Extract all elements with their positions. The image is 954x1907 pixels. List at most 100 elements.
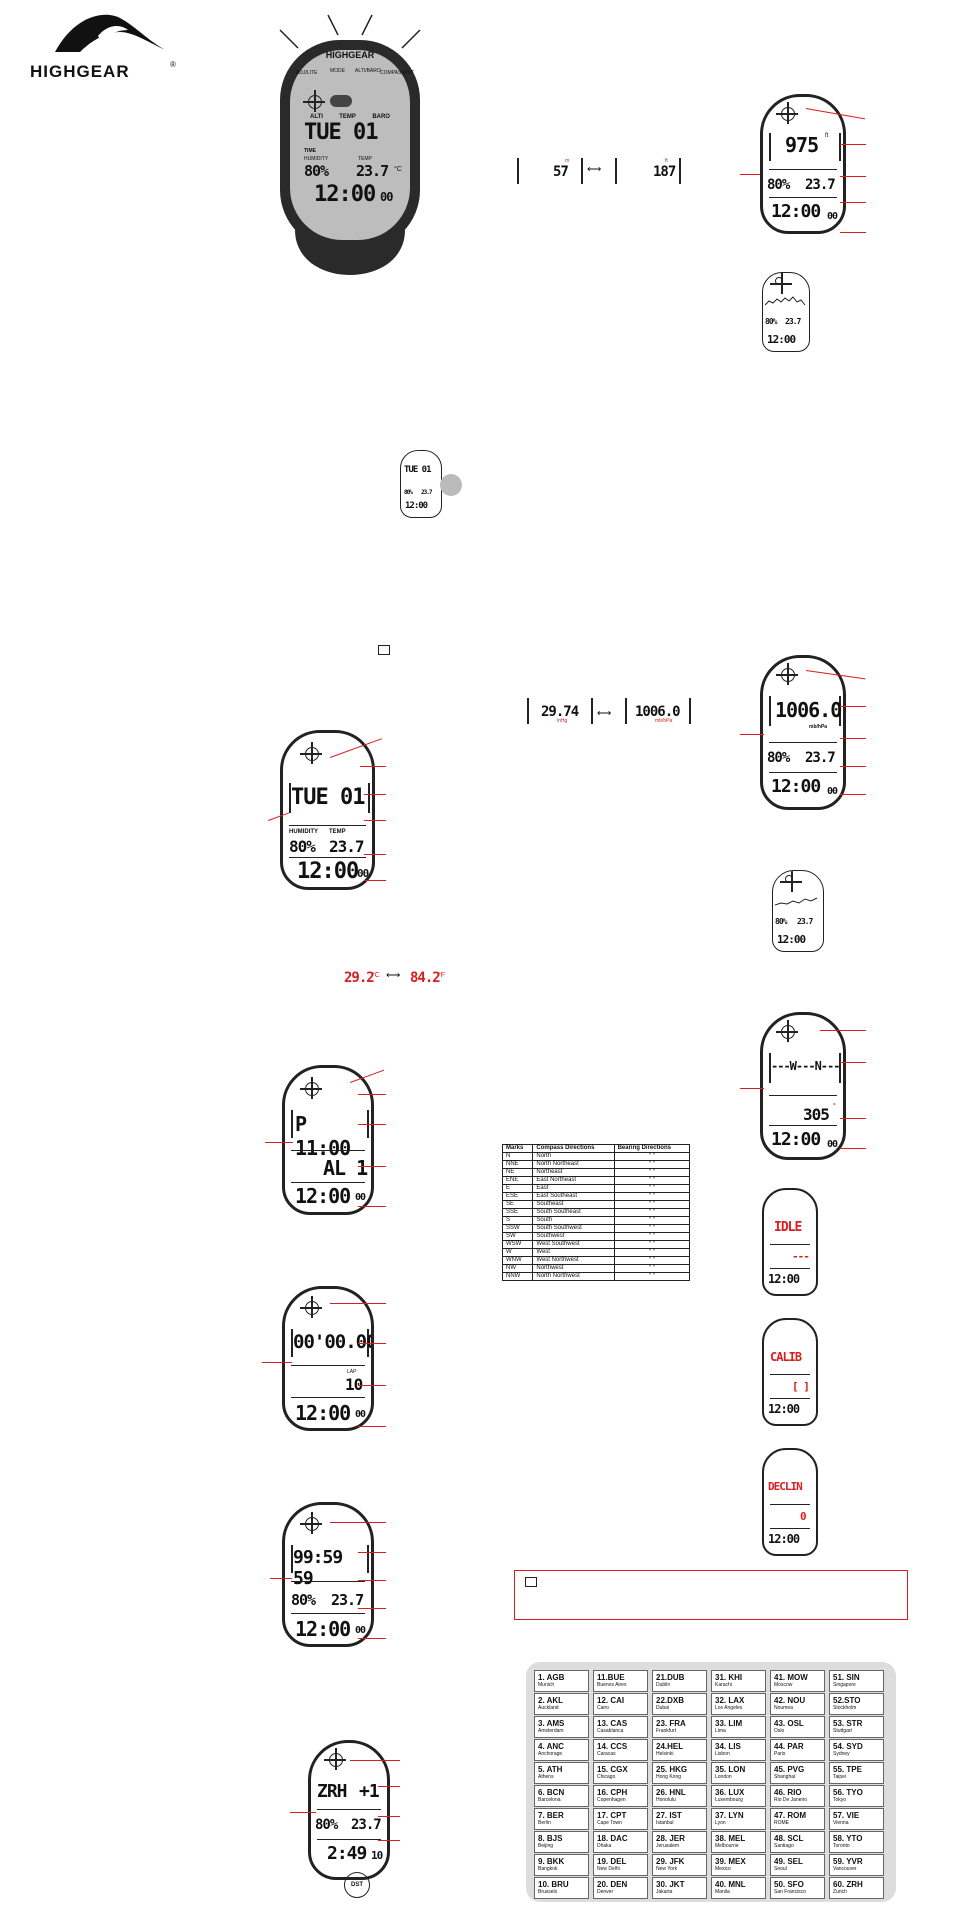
city-name: London [715,1774,732,1780]
button-compass[interactable]: COMPASS/HIT [380,70,415,76]
device-seconds: 00 [380,190,393,204]
device-temp-unit: °C [394,166,402,173]
city-name: Karachi [715,1682,732,1688]
city-code: 58. YTO [833,1834,863,1843]
compass-idle-value: --- [792,1250,810,1263]
city-name: Beijing [538,1843,554,1849]
sun-icon [300,742,322,764]
city-code: 6. BCN [538,1788,565,1797]
city-name: Tokyo [833,1797,847,1803]
button-adj-lite[interactable]: ADJ/LITE [296,70,318,76]
table-cell: E [501,1184,534,1193]
time-mode-display: TUE 01 HUMIDITY TEMP 80% 23.7 12:00 00 [280,730,375,890]
city-name: Istanbul [656,1820,674,1826]
alti-m-unit: m [565,158,570,164]
baro-inhg-unit: inHg [557,718,568,724]
brand-name: HIGHGEAR [30,62,130,81]
city-code: 37. LYN [715,1811,744,1820]
city-name: Noumea [774,1705,793,1711]
table-cell: NE [501,1168,534,1177]
table-cell: West Southwest [532,1240,615,1249]
timer-mode-clock: 12:00 [295,1617,351,1641]
city-code: 3. AMS [538,1719,565,1728]
city-name: Lima [715,1728,726,1734]
dual-time-display: ZRH +1 80% 23.7 2:49 10 [308,1740,390,1880]
table-cell: SW [501,1232,534,1241]
table-cell: ° ° [613,1240,691,1249]
table-cell: ° ° [613,1216,691,1225]
city-name: Lyon [715,1820,726,1826]
temp-c-unit: °C [372,972,380,979]
city-name: Zurich [833,1889,847,1895]
baro-mode-humidity: 80% [767,750,790,766]
city-code: 15. CGX [597,1765,628,1774]
temp-fahrenheit: 84.2 [410,970,441,986]
table-cell: East Southeast [532,1192,615,1201]
time-mode-temp-label: TEMP [329,829,346,835]
city-code: 31. KHI [715,1673,743,1682]
city-name: Anchorage [538,1751,563,1757]
button-mode[interactable]: MODE [330,68,345,74]
city-code: 59. YVR [833,1857,863,1866]
table-cell: ° ° [613,1200,691,1209]
city-name: Santiago [774,1843,794,1849]
note-icon [525,1577,537,1587]
city-name: Stockholm [833,1705,857,1711]
city-code: 10. BRU [538,1880,569,1889]
baro-hpa-unit: mb/hPa [655,718,673,724]
table-cell: ° ° [613,1224,691,1233]
compass-bearing: 305 [803,1105,830,1124]
alti-feet: 187 [653,164,676,180]
button-alti-baro[interactable]: ALTI/BARO [355,68,381,74]
time-mode-seconds: 00 [357,867,369,880]
sun-icon [770,273,792,294]
city-code: 27. IST [656,1811,682,1820]
table-cell: ° ° [613,1264,691,1273]
city-name: New York [656,1866,678,1872]
table-cell: ° ° [613,1184,691,1193]
compass-clock: 12:00 [771,1129,821,1150]
tab-temp: TEMP [339,114,356,120]
city-code: 9. BKK [538,1857,565,1866]
table-cell: N [501,1152,534,1161]
table-cell: Northwest [532,1264,615,1273]
dst-button[interactable]: DST [344,1872,370,1898]
city-name: Dublin [656,1682,671,1688]
table-cell: South Southwest [532,1224,615,1233]
alti-f-unit: ft [665,158,668,164]
compass-idle-clock: 12:00 [768,1272,800,1286]
city-code: 32. LAX [715,1696,745,1705]
table-cell: ° ° [613,1152,691,1161]
dual-mode-clock: 2:49 [327,1843,367,1864]
timer-mode-humidity: 80% [291,1591,316,1609]
city-name: Berlin [538,1820,551,1826]
time-mode-date: TUE 01 [291,785,365,810]
city-name: Seoul [774,1866,787,1872]
table-header: Marks [501,1144,534,1153]
city-name: New Delhi [597,1866,620,1872]
table-cell: North Northwest [532,1272,615,1281]
sun-icon [303,90,325,112]
city-name: Toronto [833,1843,850,1849]
time-mode-clock: 12:00 [297,859,359,884]
alti-graph-humidity: 80% [765,317,777,326]
alarm-mode-seconds: 00 [355,1192,366,1203]
chrono-mode-time: 00'00.00 [293,1331,374,1353]
